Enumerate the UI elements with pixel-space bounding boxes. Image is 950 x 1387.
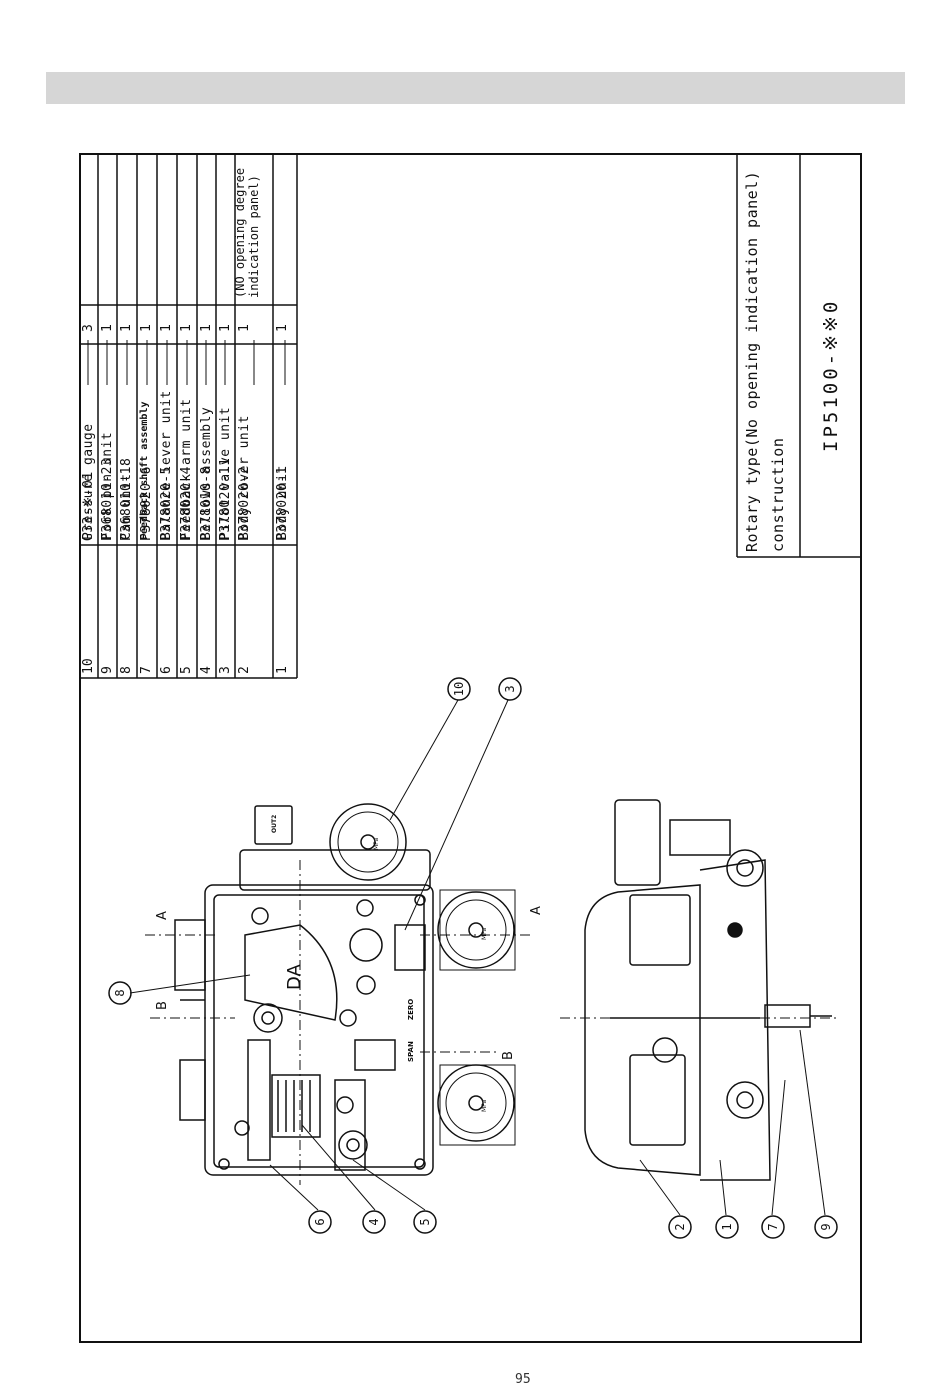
- balloon-5: 5: [418, 1218, 432, 1225]
- part-quantity: 1: [179, 324, 194, 332]
- part-quantity: 1: [199, 324, 214, 332]
- port-label: OUT2: [271, 815, 278, 833]
- section-label-b-bottom: B: [501, 1051, 516, 1060]
- leader-lines: [129, 699, 826, 1216]
- title-line-2: construction: [769, 437, 787, 552]
- balloon-2: 2: [673, 1223, 687, 1230]
- header-band: [46, 72, 905, 104]
- part-quantity: 1: [100, 324, 115, 332]
- zero-label: ZERO: [407, 999, 415, 1020]
- part-name: Feedback shaft assembly: [139, 401, 150, 540]
- top-view-body: [145, 803, 530, 1185]
- part-quantity: 1: [237, 324, 252, 332]
- gauge-face-text-1: MPa: [373, 837, 380, 850]
- title-block-grid: [736, 153, 862, 558]
- side-view-body: [560, 799, 840, 1181]
- part-name: Body cover unit: [237, 415, 252, 540]
- balloon-8: 8: [113, 989, 127, 996]
- part-row-number: 3: [218, 666, 233, 674]
- part-name: Feedback arm unit: [179, 398, 194, 540]
- part-name: Pressure gauge: [81, 423, 96, 540]
- part-quantity: 1: [275, 324, 290, 332]
- section-label-b-top: B: [155, 1001, 170, 1010]
- balloon-9: 9: [819, 1223, 833, 1230]
- part-quantity: 3: [81, 324, 96, 332]
- part-quantity: 1: [159, 324, 174, 332]
- balloon-4: 4: [367, 1218, 381, 1225]
- model-number: IP5100-※※0: [820, 298, 842, 452]
- part-row-number: 7: [139, 666, 154, 674]
- balloon-7: 7: [766, 1223, 780, 1230]
- part-row-number: 2: [237, 666, 252, 674]
- part-name: Body unit: [275, 465, 290, 540]
- part-name: Cam unit: [119, 473, 134, 540]
- part-row-number: 10: [81, 658, 96, 674]
- parts-table-grid: [79, 153, 298, 679]
- section-label-a-bottom: A: [529, 906, 544, 915]
- balloon-1: 1: [720, 1223, 734, 1230]
- part-row-number: 1: [275, 666, 290, 674]
- drawing-frame: [79, 153, 862, 1343]
- part-remark: (NO opening degree indication panel): [233, 167, 261, 298]
- part-name: Pilot valve unit: [218, 406, 233, 540]
- part-quantity: 1: [218, 324, 233, 332]
- part-row-number: 5: [179, 666, 194, 674]
- part-row-number: 8: [119, 666, 134, 674]
- part-row-number: 9: [100, 666, 115, 674]
- part-name: Balance lever unit: [159, 390, 174, 540]
- section-label-a-top: A: [155, 911, 170, 920]
- page-number: 95: [515, 1372, 531, 1387]
- balloon-10: 10: [452, 682, 466, 696]
- gauge-face-text-2: MPa: [481, 927, 488, 940]
- part-name: Fork pin unit: [100, 431, 115, 540]
- part-row-number: 6: [159, 666, 174, 674]
- title-line-1: Rotary type(No opening indication panel): [743, 170, 761, 552]
- part-name: Bellows assembly: [199, 406, 214, 540]
- balloon-3: 3: [503, 685, 517, 692]
- gauge-face-text-3: MPa: [481, 1099, 488, 1112]
- part-quantity: 1: [119, 324, 134, 332]
- part-row-number: 4: [199, 666, 214, 674]
- balloon-6: 6: [313, 1218, 327, 1225]
- span-label: SPAN: [407, 1041, 415, 1062]
- part-quantity: 1: [139, 324, 154, 332]
- balloons: [108, 677, 838, 1239]
- cam-marking: DA: [284, 963, 305, 990]
